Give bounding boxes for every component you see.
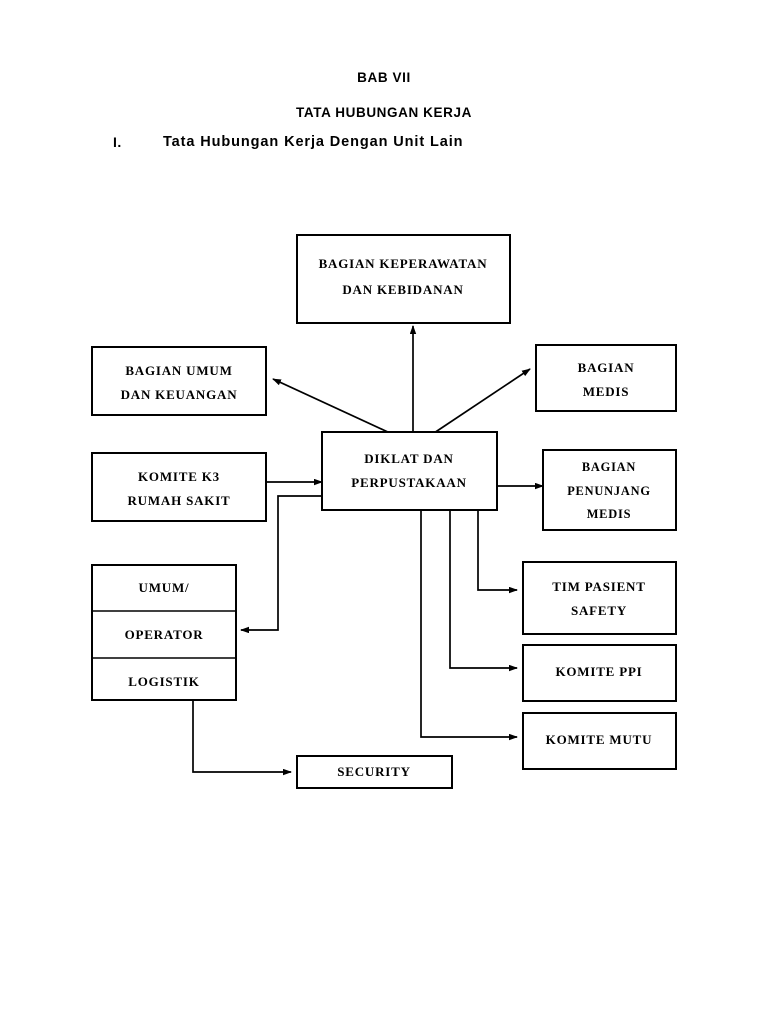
node-komite-mutu[interactable]: KOMITE MUTU [522,712,677,770]
node-diklat-line1: DIKLAT DAN [364,451,454,466]
connector-diklat-to-medis [433,368,531,434]
node-diklat-line2: PERPUSTAKAAN [351,475,467,490]
connector-diklat-to-operator [240,495,322,634]
node-keperawatan-line2: DAN KEBIDANAN [342,282,463,297]
node-penunjang-line2: PENUNJANG [567,484,651,498]
chapter-label: BAB VII [357,70,411,85]
node-medis-line1: BAGIAN [578,360,635,375]
node-umum-keuangan-line2: DAN KEUANGAN [121,387,238,402]
node-logistik-label: LOGISTIK [128,674,200,689]
node-tim-pasient-safety[interactable]: TIM PASIENT SAFETY [522,561,677,635]
node-umum-keuangan-line1: BAGIAN UMUM [125,363,232,378]
node-komite-ppi[interactable]: KOMITE PPI [522,644,677,702]
node-keperawatan-line1: BAGIAN KEPERAWATAN [319,256,488,271]
connector-diklat-to-umum-keuangan [272,378,391,434]
connector-diklat-to-komite-ppi [449,510,518,672]
node-komite-k3-line1: KOMITE K3 [138,469,220,484]
connector-diklat-to-komite-mutu [420,510,518,741]
node-umum-operator-logistik-stack[interactable]: UMUM/ OPERATOR LOGISTIK [91,564,237,701]
node-medis-line2: MEDIS [583,384,630,399]
node-medis[interactable]: BAGIAN MEDIS [535,344,677,412]
node-umum-keuangan[interactable]: BAGIAN UMUM DAN KEUANGAN [91,346,267,416]
document-header: BAB VII TATA HUBUNGAN KERJA [0,70,768,120]
section-number: I. [113,134,122,150]
node-penunjang-medis[interactable]: BAGIAN PENUNJANG MEDIS [542,449,677,531]
node-keperawatan[interactable]: BAGIAN KEPERAWATAN DAN KEBIDANAN [296,234,511,324]
node-komite-k3-line2: RUMAH SAKIT [127,493,230,508]
node-komite-k3[interactable]: KOMITE K3 RUMAH SAKIT [91,452,267,522]
connection-layer [192,325,544,776]
connector-diklat-to-tim-pasient-safety [477,510,518,594]
node-umum-label: UMUM/ [139,580,190,595]
node-diklat-perpustakaan[interactable]: DIKLAT DAN PERPUSTAKAAN [321,431,498,511]
node-security-label: SECURITY [337,764,411,779]
node-operator-label: OPERATOR [125,627,204,642]
connector-logistik-to-security [192,700,292,776]
node-penunjang-line3: MEDIS [587,507,632,521]
node-penunjang-line1: BAGIAN [582,460,636,474]
node-tim-pasient-safety-line2: SAFETY [571,603,627,618]
node-tim-pasient-safety-line1: TIM PASIENT [552,579,645,594]
section-heading: I. Tata Hubungan Kerja Dengan Unit Lain [0,134,768,160]
chapter-title: TATA HUBUNGAN KERJA [296,105,472,120]
section-title: Tata Hubungan Kerja Dengan Unit Lain [163,134,464,150]
node-komite-ppi-label: KOMITE PPI [555,664,642,679]
node-komite-mutu-label: KOMITE MUTU [546,732,653,747]
node-security[interactable]: SECURITY [296,755,453,789]
